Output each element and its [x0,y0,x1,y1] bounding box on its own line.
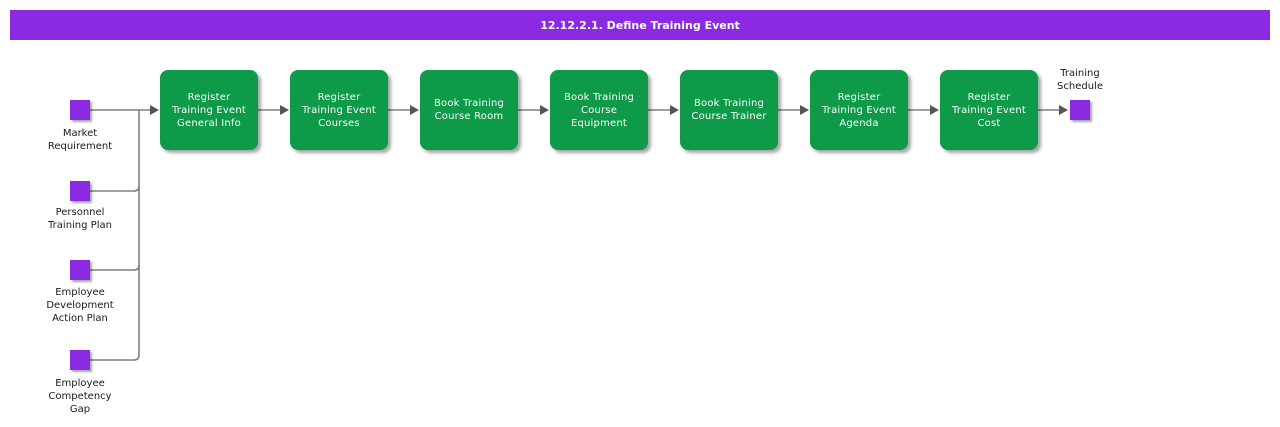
step-register-training-event-agenda[interactable]: Register Training Event Agenda [810,70,908,150]
page-title: 12.12.2.1. Define Training Event [540,18,740,32]
arrowhead-icon [930,105,939,115]
output-node-training-schedule[interactable] [1070,100,1090,120]
step-book-training-course-equipment[interactable]: Book Training Course Equipment [550,70,648,150]
input-node-employee-competency-gap[interactable] [70,350,90,370]
step-register-training-event-courses[interactable]: Register Training Event Courses [290,70,388,150]
input-label-personnel-training-plan: Personnel Training Plan [48,207,112,231]
title-bar: 12.12.2.1. Define Training Event [10,10,1270,40]
arrowhead-icon [280,105,289,115]
output-label-training-schedule: Training Schedule [1057,68,1103,92]
connector-input-employee-development-action-plan [90,264,140,271]
step-book-training-course-room[interactable]: Book Training Course Room [420,70,518,150]
input-label-market-requirement: Market Requirement [47,128,113,152]
input-label-employee-competency-gap: Employee Competency Gap [48,378,112,415]
input-node-personnel-training-plan[interactable] [70,181,90,201]
step-book-training-course-trainer[interactable]: Book Training Course Trainer [680,70,778,150]
input-node-market-requirement[interactable] [70,100,90,120]
arrowhead-icon [410,105,419,115]
step-register-training-event-cost[interactable]: Register Training Event Cost [940,70,1038,150]
arrowhead-icon [150,105,159,115]
connector-trunk [90,110,140,361]
connector-input-personnel-training-plan [90,185,140,192]
arrowhead-icon [800,105,809,115]
input-node-employee-development-action-plan[interactable] [70,260,90,280]
arrowhead-icon [1059,105,1068,115]
arrowhead-icon [670,105,679,115]
step-register-training-event-general-info[interactable]: Register Training Event General Info [160,70,258,150]
arrowhead-icon [540,105,549,115]
input-label-employee-development-action-plan: Employee Development Action Plan [46,287,114,324]
